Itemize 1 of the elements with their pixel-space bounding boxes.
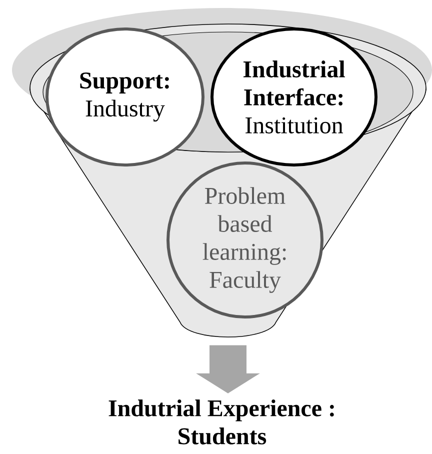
caption-text: Indutrial Experience : Students <box>108 400 334 444</box>
